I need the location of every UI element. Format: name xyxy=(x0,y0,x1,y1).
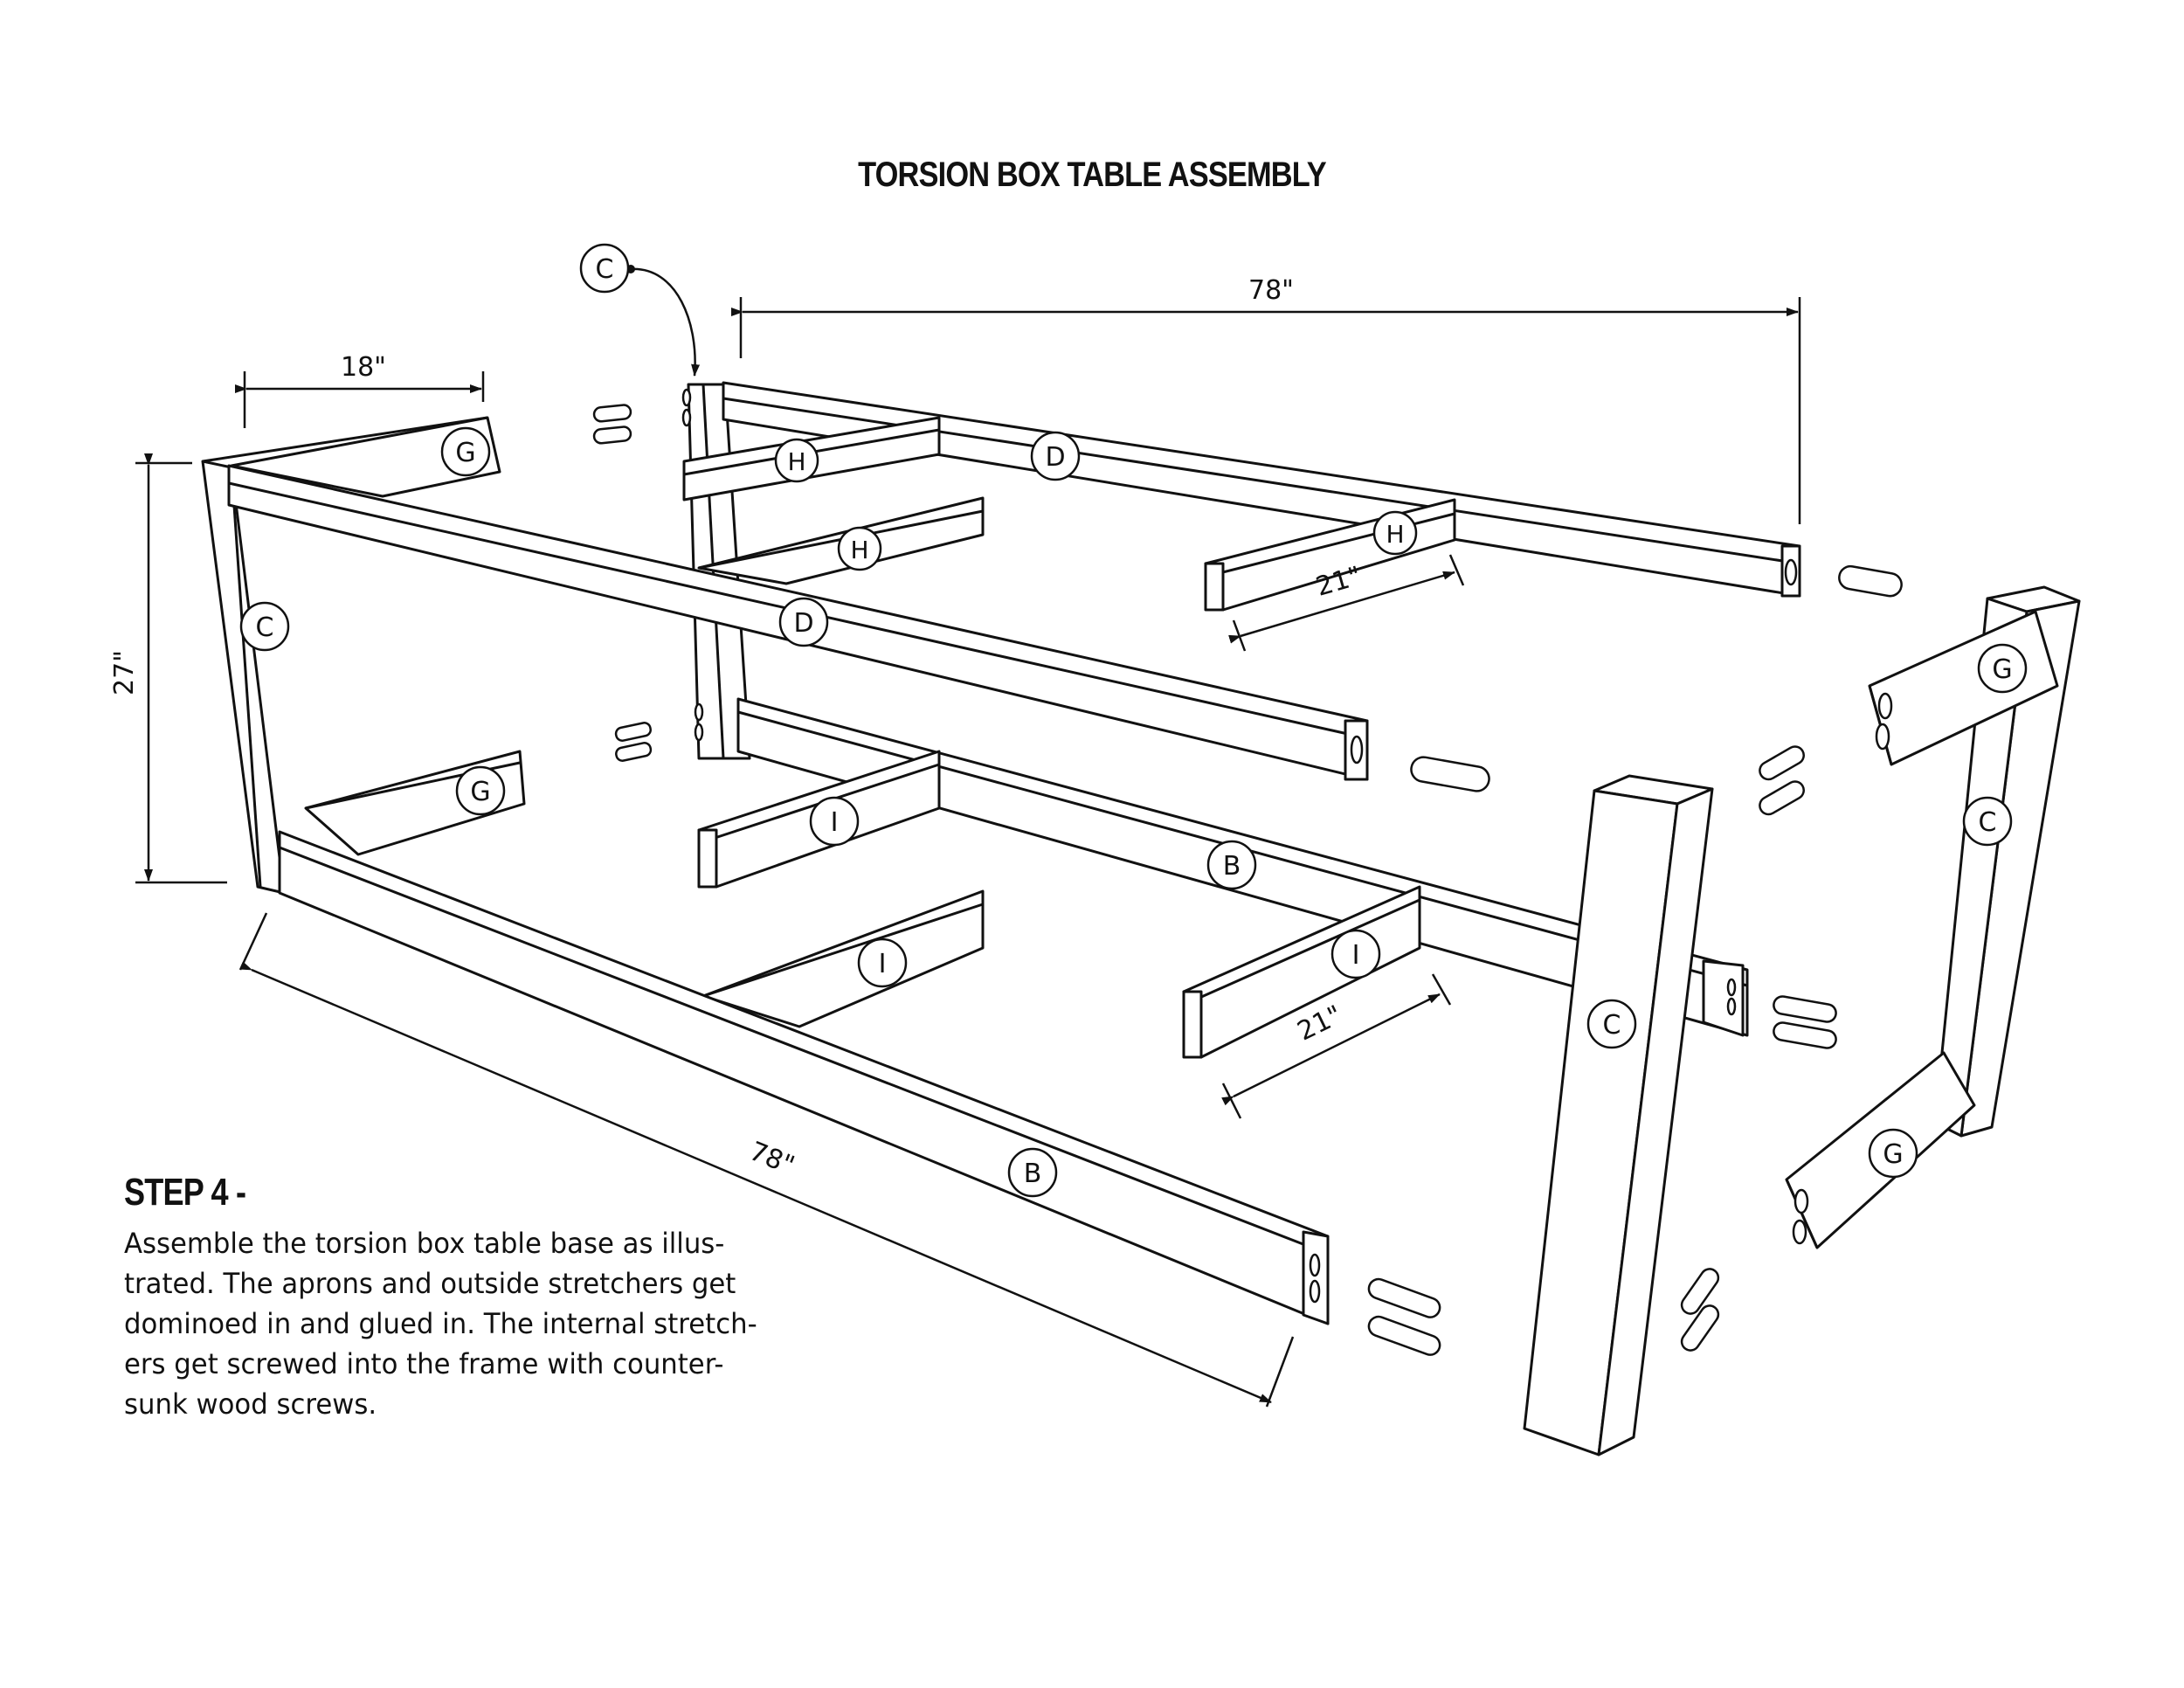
lower-stretcher-i-mid xyxy=(702,889,985,1028)
part-callout-h-1: H xyxy=(774,438,819,483)
svg-text:C: C xyxy=(1979,807,1997,838)
part-callout-d-front: D xyxy=(778,597,829,647)
part-callout-b-back: B xyxy=(1206,840,1257,890)
svg-text:G: G xyxy=(1992,654,2012,685)
part-callout-d-back: D xyxy=(1030,431,1081,481)
right-back-leg-c xyxy=(1933,585,2081,1138)
part-callout-i-1: I xyxy=(809,796,860,847)
dimension-top-length-label: 78" xyxy=(1248,275,1294,306)
step-instructions: Assemble the torsion box table base as i… xyxy=(124,1227,757,1421)
svg-text:D: D xyxy=(793,608,813,639)
domino-tenons xyxy=(592,404,1903,1356)
svg-text:D: D xyxy=(1045,442,1065,473)
svg-text:I: I xyxy=(831,807,839,838)
left-front-leg-c xyxy=(201,460,286,895)
callout-leader-c xyxy=(626,265,701,377)
part-callout-c-front-right: C xyxy=(1586,999,1637,1049)
dimension-bottom-length-label: 78" xyxy=(745,1136,798,1181)
dimension-height: 27" xyxy=(109,453,227,884)
part-callout-b-front: B xyxy=(1007,1147,1058,1198)
part-callout-g-left-top: G xyxy=(440,426,491,477)
svg-text:B: B xyxy=(1223,851,1241,882)
svg-text:H: H xyxy=(1386,520,1404,549)
svg-text:C: C xyxy=(596,254,614,285)
svg-text:I: I xyxy=(879,949,887,979)
part-callout-c-right: C xyxy=(1962,796,2013,847)
svg-text:G: G xyxy=(470,777,490,807)
right-front-leg-c xyxy=(1523,774,1714,1456)
part-callout-h-3: H xyxy=(1372,510,1418,556)
part-callout-g-right-top: G xyxy=(1977,643,2028,694)
svg-text:G: G xyxy=(455,438,475,468)
dimension-bottom-length: 78" xyxy=(238,912,1295,1408)
svg-text:B: B xyxy=(1024,1159,1042,1189)
part-callout-h-2: H xyxy=(837,526,882,571)
part-callout-i-3: I xyxy=(1330,929,1381,979)
dimension-side-width-label: 18" xyxy=(341,352,386,383)
part-callout-i-2: I xyxy=(857,937,908,988)
left-top-stretcher-g xyxy=(202,416,501,498)
part-callout-c-top: C xyxy=(579,243,630,294)
svg-text:H: H xyxy=(787,447,805,476)
svg-text:H: H xyxy=(850,536,868,564)
part-callout-g-right-bottom: G xyxy=(1868,1128,1918,1179)
drawing-title: TORSION BOX TABLE ASSEMBLY xyxy=(858,156,1327,194)
part-callout-c-left: C xyxy=(239,601,290,652)
dimension-height-label: 27" xyxy=(109,650,140,695)
step-heading: STEP 4 - xyxy=(124,1171,246,1214)
dimension-side-width: 18" xyxy=(235,352,485,428)
svg-text:C: C xyxy=(256,612,274,643)
svg-text:I: I xyxy=(1352,940,1360,971)
svg-text:C: C xyxy=(1603,1010,1621,1041)
part-callout-g-left-bottom: G xyxy=(455,765,506,816)
svg-text:G: G xyxy=(1883,1139,1903,1170)
dimension-top-length: 78" xyxy=(731,275,1801,524)
